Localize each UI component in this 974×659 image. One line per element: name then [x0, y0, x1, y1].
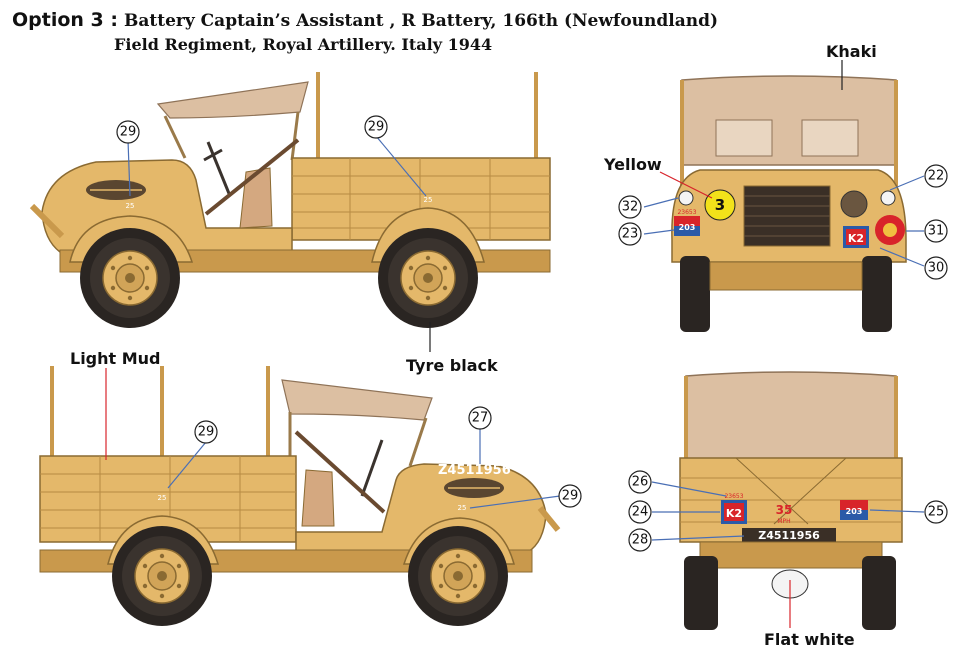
side-registration-number: Z4511956	[438, 463, 511, 478]
front-unit-code: 203	[679, 223, 696, 232]
front-small-number: 23653	[677, 209, 696, 216]
svg-text:25: 25	[424, 196, 433, 204]
rear-unit-code: 203	[846, 507, 863, 516]
front-view: 3 203 23653 K2	[671, 75, 907, 332]
callout-32: 32	[618, 195, 642, 219]
svg-text:25: 25	[928, 505, 945, 520]
front-tac-sign: K2	[848, 232, 864, 245]
svg-text:25: 25	[126, 202, 135, 210]
tyre-black-label: Tyre black	[406, 356, 498, 375]
side-view-left-facing: 25 25	[29, 72, 551, 329]
svg-text:23: 23	[622, 227, 639, 242]
callout-29-top-bonnet: 29	[116, 120, 140, 144]
rear-view: K2 23653 35 MPH 203 Z4511956	[679, 371, 903, 630]
title-line-2: Field Regiment, Royal Artillery. Italy 1…	[114, 35, 493, 54]
svg-text:28: 28	[632, 533, 649, 548]
flat-white-label: Flat white	[764, 630, 855, 649]
callout-26: 26	[628, 470, 652, 494]
callout-29-bottom-body: 29	[194, 420, 218, 444]
side-view-right-facing: Z4511956 25 25	[39, 366, 561, 627]
rear-registration-number: Z4511956	[758, 529, 820, 542]
rear-bridge-class: 35	[776, 503, 793, 517]
svg-text:24: 24	[632, 505, 649, 520]
svg-text:30: 30	[928, 261, 945, 276]
callout-28: 28	[628, 528, 652, 552]
callout-22: 22	[924, 164, 948, 188]
khaki-label: Khaki	[826, 42, 877, 61]
svg-text:27: 27	[472, 411, 489, 426]
title-line-1: Battery Captain’s Assistant , R Battery,…	[123, 11, 719, 31]
option-title: Option 3 :Battery Captain’s Assistant , …	[12, 8, 718, 34]
svg-text:29: 29	[368, 120, 385, 135]
svg-text:29: 29	[120, 125, 137, 140]
callout-23: 23	[618, 222, 642, 246]
svg-text:22: 22	[928, 169, 945, 184]
svg-text:29: 29	[198, 425, 215, 440]
rear-tac-sign: K2	[726, 507, 742, 520]
svg-text:31: 31	[928, 224, 945, 239]
svg-text:25: 25	[458, 504, 467, 512]
yellow-label: Yellow	[604, 155, 662, 174]
callout-27: 27	[468, 406, 492, 430]
rear-small-number: 23653	[724, 493, 743, 500]
callout-29-top-body: 29	[364, 115, 388, 139]
callout-25: 25	[924, 500, 948, 524]
svg-text:32: 32	[622, 200, 639, 215]
rear-bridge-class-sub: MPH	[777, 518, 790, 525]
front-circle-number: 3	[715, 196, 725, 214]
callout-30: 30	[924, 256, 948, 280]
callout-29-bottom-bonnet: 29	[558, 484, 582, 508]
leader-lines	[105, 60, 925, 628]
light-mud-label: Light Mud	[70, 349, 161, 368]
svg-text:29: 29	[562, 489, 579, 504]
callout-31: 31	[924, 219, 948, 243]
svg-text:26: 26	[632, 475, 649, 490]
svg-text:25: 25	[158, 494, 167, 502]
callout-24: 24	[628, 500, 652, 524]
option-label: Option 3 :	[12, 9, 118, 31]
